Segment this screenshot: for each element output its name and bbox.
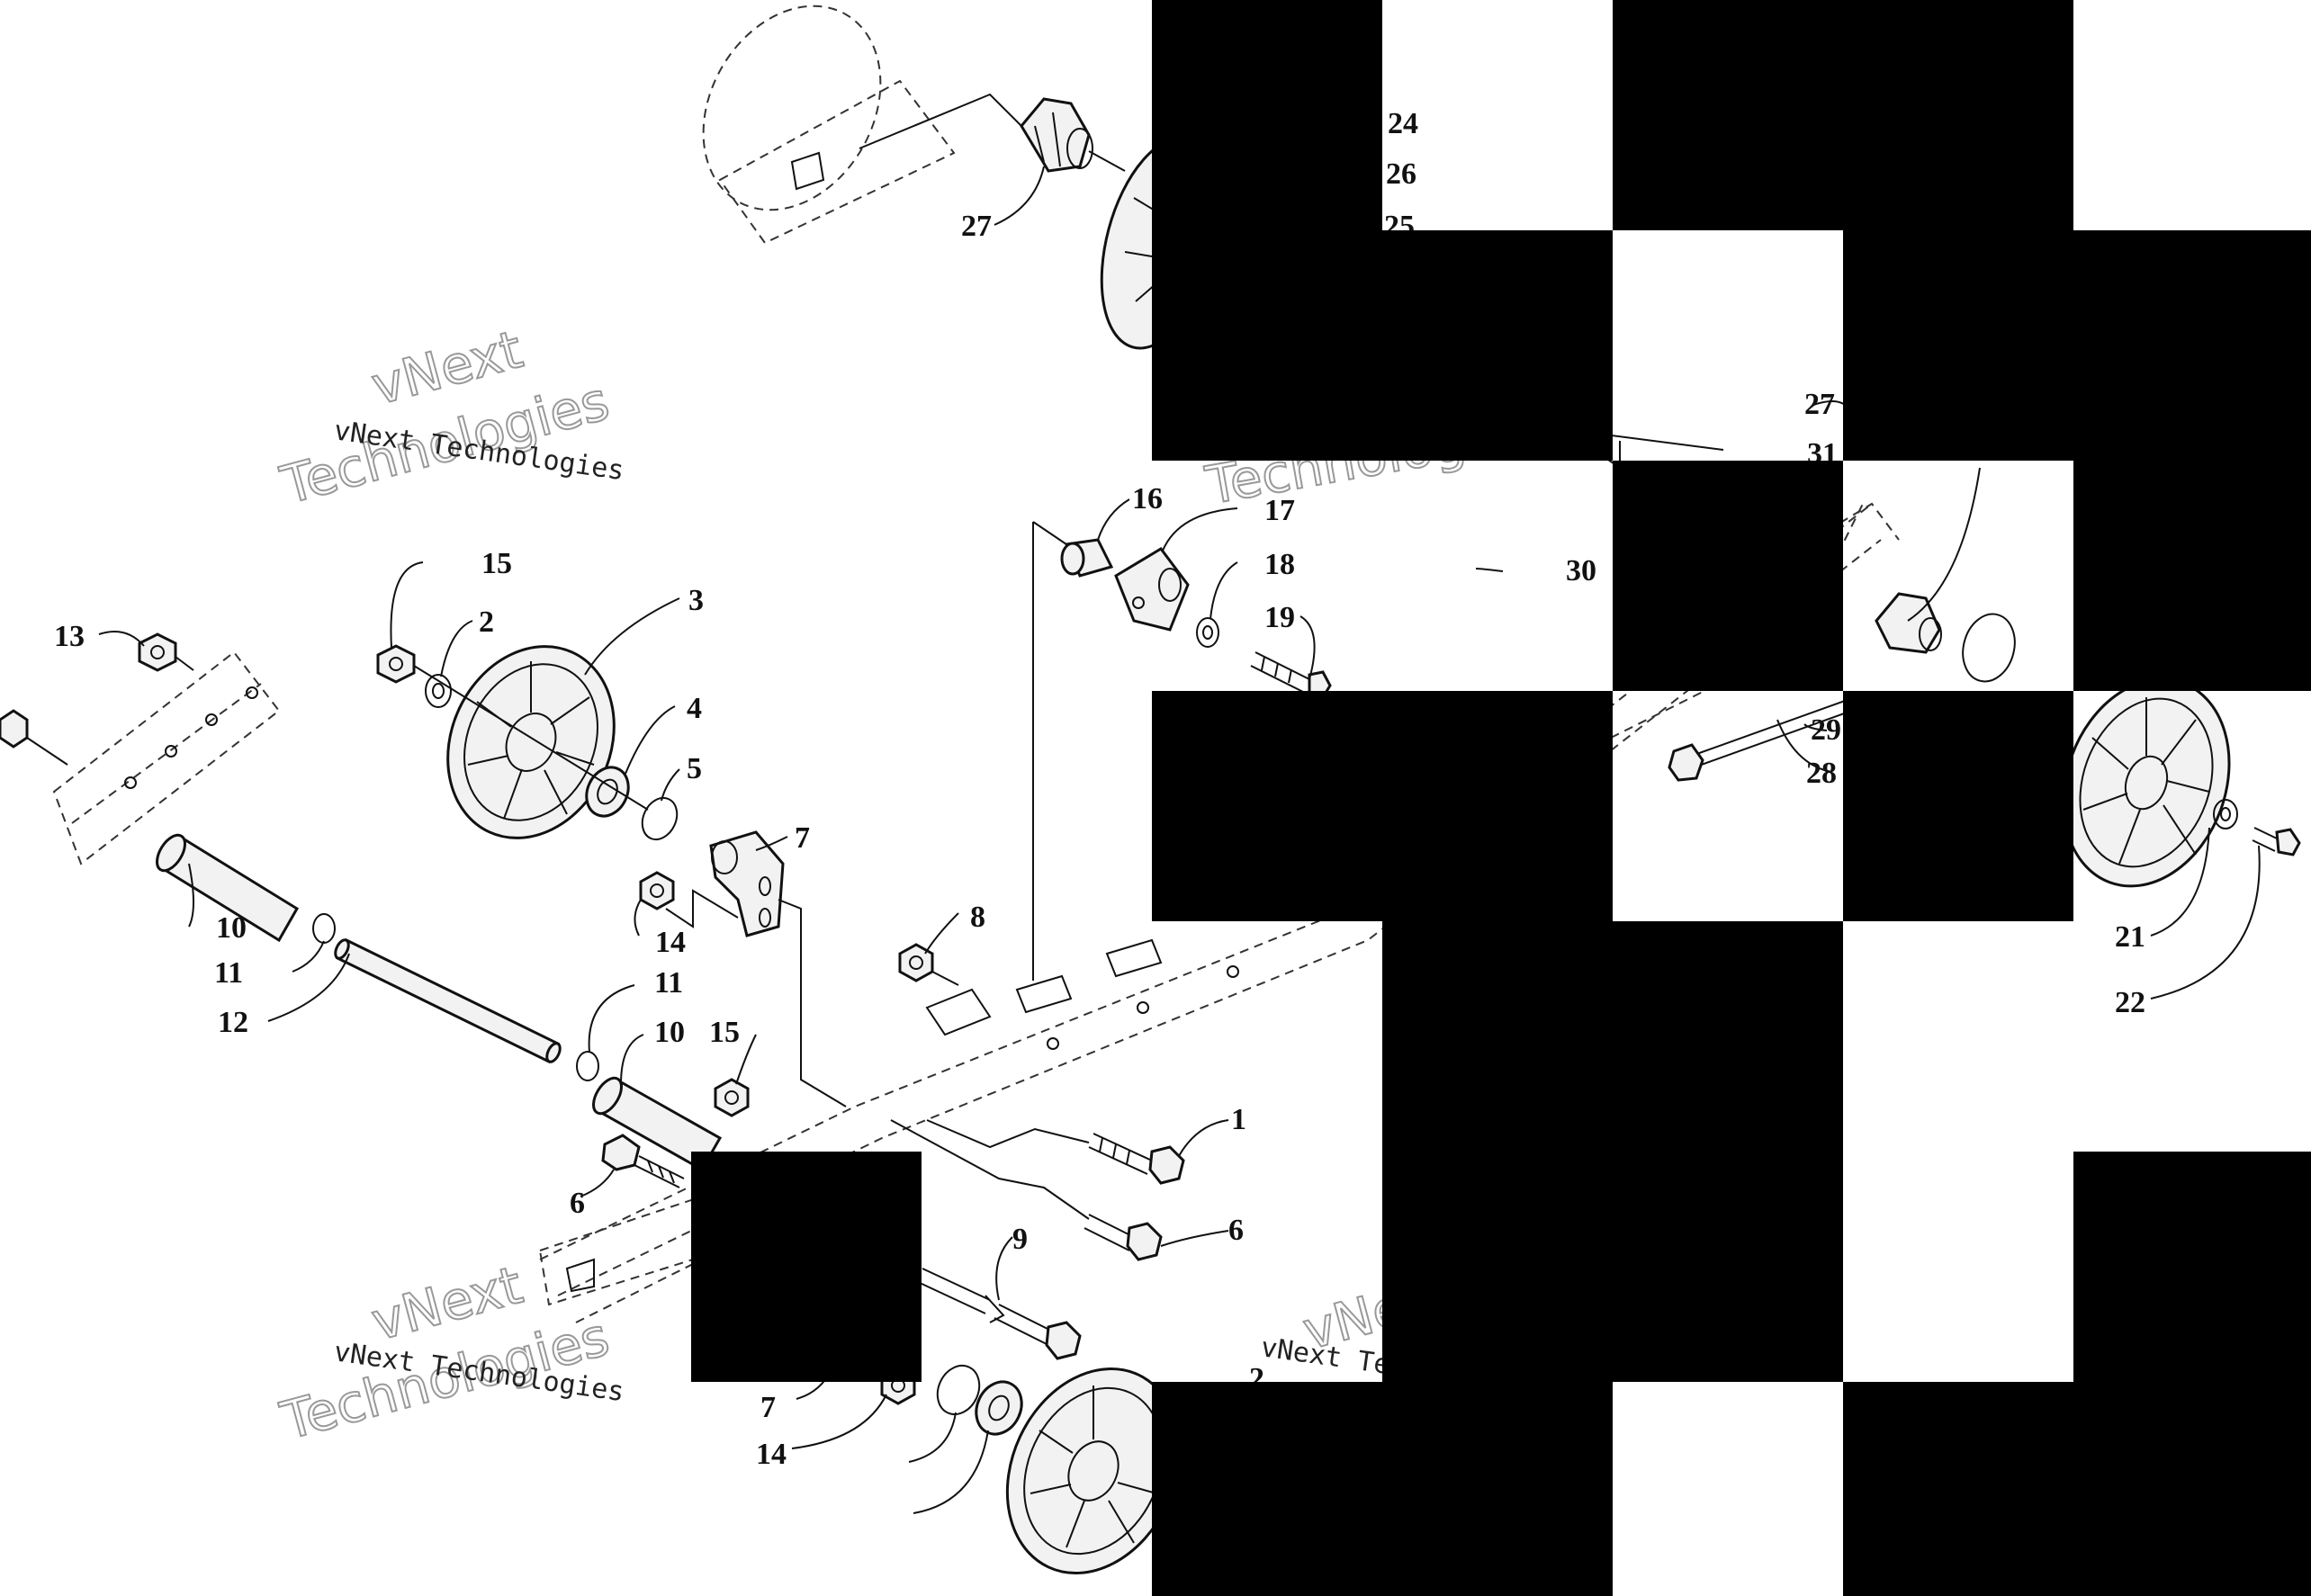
callout-22: 22 <box>2115 986 2145 1019</box>
callout-21: 21 <box>2115 920 2145 954</box>
mask-block <box>1843 691 2073 921</box>
part-11-ring-left <box>312 913 336 944</box>
part-9-bolt <box>917 1268 1082 1360</box>
mask-block <box>1382 1152 1843 1382</box>
part-7-bracket-upper <box>665 830 847 1107</box>
callout-12: 12 <box>218 1006 248 1039</box>
part-10-spacer-left <box>156 833 300 943</box>
frame-rail-bottom-left <box>538 1195 704 1306</box>
watermark-bottom-left: vNext Technologies vNext Technologies <box>274 1253 626 1453</box>
callout-10-left: 10 <box>216 911 247 945</box>
callout-4-upper: 4 <box>687 692 702 725</box>
mask-block <box>1843 1382 2311 1596</box>
callout-7-upper: 7 <box>795 821 810 855</box>
callout-5-upper: 5 <box>687 752 702 785</box>
wheel-lower <box>1005 1367 1182 1575</box>
part-28-bolt-long <box>1668 692 1873 782</box>
callout-14-upper: 14 <box>655 926 686 959</box>
axis-line-upper-wheel <box>413 665 649 811</box>
part-2-washer-upper <box>425 674 452 708</box>
part-12-axle <box>334 937 562 1064</box>
callout-19: 19 <box>1264 601 1295 634</box>
callout-18: 18 <box>1264 548 1295 581</box>
part-6-bolt-left <box>601 1134 685 1188</box>
leader-lines <box>98 166 2261 1514</box>
mask-block <box>1152 1382 1613 1596</box>
callout-27-right: 27 <box>1804 388 1835 421</box>
callout-16: 16 <box>1132 482 1163 516</box>
part-4-bearing-upper <box>585 766 630 818</box>
callout-27-top: 27 <box>961 210 992 243</box>
mask-block <box>1613 461 1843 691</box>
callout-6-left: 6 <box>570 1187 585 1220</box>
part-3-idler-wheel-upper <box>446 645 616 839</box>
part-22-bolt <box>2252 827 2301 856</box>
callout-13: 13 <box>54 620 85 653</box>
mask-block <box>1152 230 1613 461</box>
part-19-bolt <box>1250 651 1332 699</box>
callout-29: 29 <box>1811 713 1841 747</box>
callout-labels: 1 2 3 4 5 6 6 7 7 8 9 10 10 11 11 12 13 … <box>54 107 2145 1471</box>
callout-11-right: 11 <box>654 966 683 1000</box>
callout-3: 3 <box>688 584 704 617</box>
part-15-nut-upper <box>376 644 416 684</box>
part-15-nut-lower <box>714 1078 750 1117</box>
callout-17: 17 <box>1264 494 1295 527</box>
part-4-bearing-lower <box>975 1380 1023 1436</box>
mask-block <box>2073 461 2311 691</box>
callout-24: 24 <box>1388 107 1418 140</box>
callout-15-lower: 15 <box>709 1016 740 1049</box>
mask-block <box>1843 230 2311 461</box>
part-27-cap-top <box>1020 97 1093 173</box>
leader-top-wheel <box>859 93 1022 149</box>
part-14-nut-upper <box>639 871 675 910</box>
watermark-top-left: vNext Technologies vNext Technologies <box>274 318 626 517</box>
callout-10-right: 10 <box>654 1016 685 1049</box>
part-18-washer <box>1196 617 1219 648</box>
part-circlip-right <box>1962 613 2016 683</box>
mask-block <box>2073 1152 2311 1382</box>
callout-8: 8 <box>970 901 985 934</box>
part-21-washer <box>2213 799 2238 829</box>
part-16-bushing <box>1060 538 1114 578</box>
mask-block <box>1152 0 1382 230</box>
callout-15-upper: 15 <box>481 547 512 580</box>
part-27-cap-right <box>1875 592 1942 654</box>
callout-9: 9 <box>1012 1223 1028 1256</box>
part-13-nuts <box>0 632 194 766</box>
callout-1: 1 <box>1231 1103 1246 1136</box>
part-11-ring-right <box>576 1051 599 1081</box>
part-5-clip-lower <box>936 1364 981 1416</box>
callout-26: 26 <box>1386 157 1416 191</box>
mask-block <box>1613 0 2073 230</box>
part-8-nut <box>898 943 959 986</box>
frame-rail-left <box>52 650 281 865</box>
mask-block <box>1382 921 1843 1152</box>
part-1-bolt <box>926 1119 1185 1185</box>
mask-block <box>1152 691 1613 921</box>
callout-28: 28 <box>1806 757 1837 790</box>
callout-2: 2 <box>479 605 494 639</box>
callout-30: 30 <box>1566 554 1596 587</box>
part-6-bolt-right <box>890 1119 1163 1261</box>
callout-14-lower: 14 <box>756 1438 787 1471</box>
callout-6-right: 6 <box>1228 1214 1244 1247</box>
mask-block <box>691 1152 922 1382</box>
redaction-masks <box>691 0 2311 1596</box>
part-17-pivot-block <box>1114 547 1190 632</box>
callout-7-lower: 7 <box>760 1391 776 1424</box>
callout-11-left: 11 <box>214 956 243 990</box>
part-5-clip-upper <box>641 796 679 841</box>
